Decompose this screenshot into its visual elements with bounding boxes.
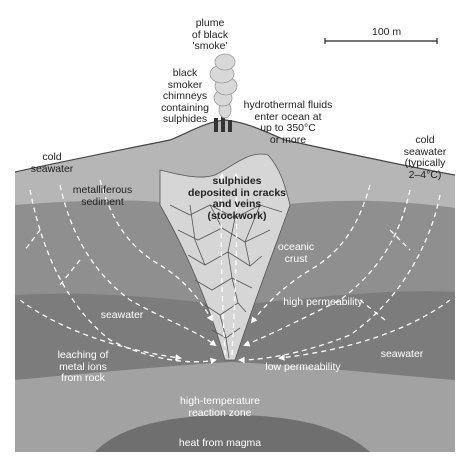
magma-label: heat from magma	[155, 438, 285, 450]
cold-seawater-left-label: cold seawater	[25, 152, 79, 175]
seawater-left-label: seawater	[92, 310, 152, 322]
cold-seawater-right-label: cold seawater (typically 2–4°C)	[385, 135, 465, 181]
scale-bar-label: 100 m	[372, 27, 401, 39]
seawater-right-label: seawater	[372, 349, 432, 361]
high-permeability-label: high permeability	[268, 297, 378, 309]
metalliferous-sediment-label: metalliferous sediment	[60, 185, 145, 208]
hydrothermal-label: hydrothermal fluids enter ocean at up to…	[232, 100, 344, 146]
plume-label: plume of black 'smoke'	[170, 18, 250, 53]
scale-bar-line	[325, 38, 437, 44]
oceanic-crust-label: oceanic crust	[268, 242, 324, 265]
chimneys-label: black smoker chimneys containing sulphid…	[150, 68, 220, 126]
reaction-zone-label: high-temperature reaction zone	[155, 396, 285, 419]
leaching-label: leaching of metal ions from rock	[48, 350, 118, 385]
sulphides-label: sulphides deposited in cracks and veins …	[178, 176, 296, 222]
low-permeability-label: low permeability	[248, 362, 358, 374]
